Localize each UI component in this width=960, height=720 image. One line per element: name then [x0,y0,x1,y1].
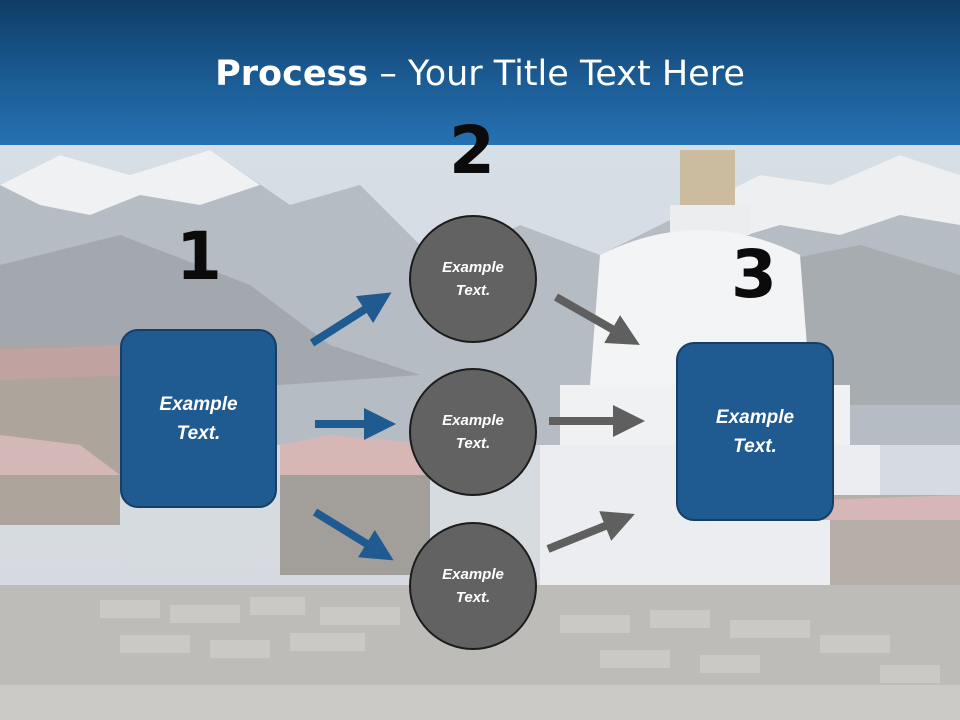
header-band [0,0,960,145]
step-3-box: Example Text. [676,342,834,521]
step-1-text-line2: Text. [176,422,221,444]
arrow-gray-bot [546,511,635,553]
step-number-1: 1 [176,218,222,295]
step-3-text-line1: Example [715,406,795,428]
arrow-gray-top [554,293,640,345]
circle-middle-line2: Text. [455,435,491,452]
title-rest: – Your Title Text Here [368,54,745,94]
circle-top-line2: Text. [455,282,491,299]
circle-middle-line1: Example [442,412,504,429]
step-1-text-line1: Example [159,393,238,415]
circle-bottom-line1: Example [442,566,504,583]
circle-top: Example Text. [409,215,537,343]
circle-bottom: Example Text. [409,522,537,650]
arrow-blue-down [312,508,394,561]
circle-top-line1: Example [442,259,504,276]
circle-middle: Example Text. [409,368,537,496]
slide-title: Process – Your Title Text Here [0,52,960,96]
title-bold: Process [215,54,369,94]
arrow-blue-up [309,292,392,347]
step-number-3: 3 [731,236,777,313]
step-1-box: Example Text. [120,329,277,508]
circle-bottom-line2: Text. [455,589,491,606]
step-number-2: 2 [449,112,495,189]
step-3-text-line2: Text. [733,435,777,457]
